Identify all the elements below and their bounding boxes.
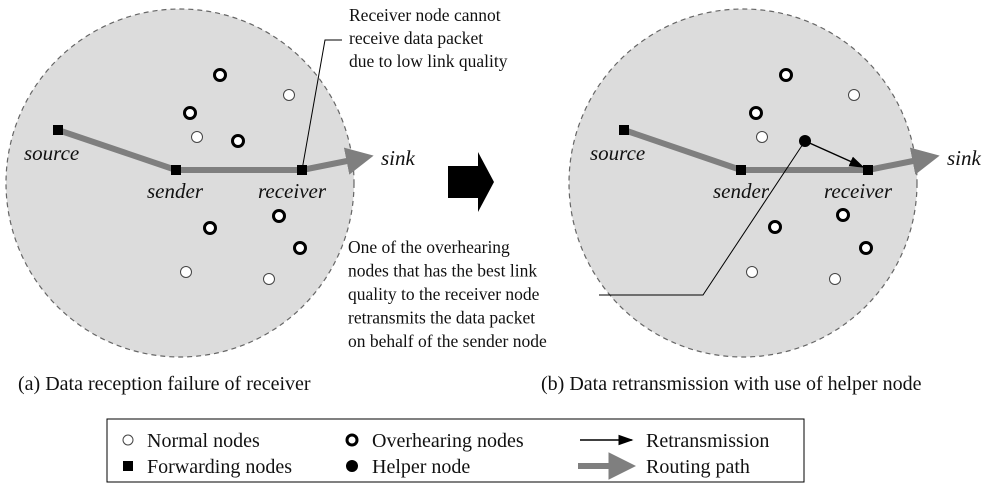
normal-node: [263, 273, 275, 285]
normal-node: [180, 266, 192, 278]
legend-routing-label: Routing path: [646, 456, 750, 478]
communication-range-a: [5, 8, 355, 358]
forwarding-node-receiver-a: [297, 165, 307, 175]
overhearing-node: [231, 134, 245, 148]
label-sink-a: sink: [381, 146, 416, 170]
label-sender-a: sender: [147, 179, 204, 203]
forwarding-node-receiver-b: [863, 165, 873, 175]
annotation-line-b: [599, 140, 806, 296]
routing-path-a: [57, 127, 374, 175]
normal-node: [829, 273, 841, 285]
legend-helper-node-icon: [346, 460, 358, 472]
label-sink-b: sink: [947, 146, 982, 170]
legend-overhearing-node-icon: [345, 433, 359, 447]
overhearing-node: [859, 241, 873, 255]
annotation-line-a: [301, 39, 342, 171]
forwarding-node-source-a: [53, 125, 63, 135]
normal-node: [283, 89, 295, 101]
legend-box: [106, 418, 805, 483]
transition-arrow: [448, 152, 494, 212]
overhearing-node: [768, 220, 782, 234]
legend-forwarding-label: Forwarding nodes: [147, 456, 292, 478]
panel-a: source sender receiver sink Receiver nod…: [5, 5, 508, 395]
routing-path-b: [623, 127, 940, 175]
normal-node: [746, 266, 758, 278]
normal-node: [756, 131, 768, 143]
legend-overhearing-label: Overhearing nodes: [372, 430, 524, 452]
forwarding-node-sender-b: [736, 165, 746, 175]
overhearing-node: [272, 209, 286, 223]
legend-forwarding-node-icon: [123, 461, 133, 471]
forwarding-node-sender-a: [171, 165, 181, 175]
legend-helper-label: Helper node: [372, 456, 470, 478]
legend-normal-label: Normal nodes: [147, 430, 260, 452]
panel-b: source sender receiver sink (b) Data ret…: [541, 8, 982, 395]
label-source-b: source: [590, 141, 645, 165]
legend-retransmission-label: Retransmission: [646, 430, 769, 452]
overhearing-node: [779, 68, 793, 82]
communication-range-b: [568, 8, 918, 358]
overhearing-node: [293, 241, 307, 255]
legend-normal-node-icon: [122, 434, 134, 446]
label-source-a: source: [24, 141, 79, 165]
overhearing-node: [749, 106, 763, 120]
label-receiver-a: receiver: [258, 179, 327, 203]
overhearing-node: [183, 106, 197, 120]
forwarding-node-source-b: [619, 125, 629, 135]
caption-a: (a) Data reception failure of receiver: [18, 373, 311, 395]
overhearing-node: [203, 221, 217, 235]
label-sender-b: sender: [713, 179, 770, 203]
overhearing-node: [213, 68, 227, 82]
caption-b: (b) Data retransmission with use of help…: [541, 373, 922, 395]
overhearing-node: [836, 208, 850, 222]
normal-node: [848, 89, 860, 101]
annotation-helper-explanation: One of the overhearing nodes that has th…: [348, 237, 547, 351]
label-receiver-b: receiver: [824, 179, 893, 203]
helper-node: [799, 135, 811, 147]
normal-node: [191, 131, 203, 143]
annotation-receiver-failure: Receiver node cannot receive data packet…: [349, 5, 508, 71]
retransmission-arrow: [804, 140, 865, 168]
legend: Normal nodes Forwarding nodes Overhearin…: [106, 418, 805, 483]
